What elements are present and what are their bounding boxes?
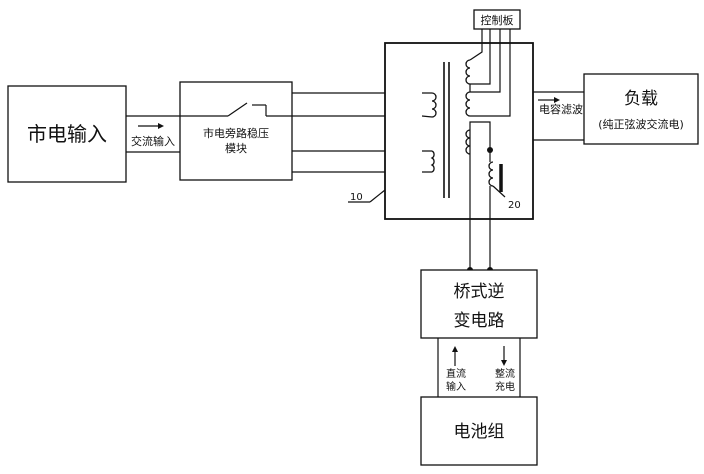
load-subtitle: (纯正弦波交流电) [598, 117, 684, 131]
dc-input-label-1: 直流 [446, 367, 466, 380]
rect-charge-label-1: 整流 [495, 367, 515, 380]
control-board-label: 控制板 [481, 13, 514, 27]
inverter-label-line2: 变电路 [454, 311, 505, 331]
switch-icon [180, 102, 292, 117]
charge-down-arrow-icon [501, 346, 507, 366]
ref-10-label: 10 [350, 192, 363, 203]
primary-coil-icon [421, 92, 437, 173]
bypass-regulator-block [179, 81, 293, 181]
control-board-block [473, 9, 521, 30]
winding-20 [469, 121, 506, 198]
ac-arrow-icon [138, 123, 164, 129]
junction-dot [487, 147, 493, 153]
cap-filter-label: 电容滤波 [539, 102, 583, 116]
mains-input-label: 市电输入 [27, 122, 107, 146]
mains-input-block [7, 85, 127, 183]
bridge-inverter-block [420, 269, 538, 339]
battery-label: 电池组 [454, 422, 505, 442]
inverter-label-line1: 桥式逆 [454, 282, 505, 302]
dc-link-wires [437, 338, 521, 397]
dc-up-arrow-icon [452, 346, 458, 366]
bypass-label-line1: 市电旁路稳压 [203, 126, 269, 140]
load-title: 负载 [624, 89, 658, 109]
bypass-label-line2: 模块 [225, 142, 247, 155]
load-block [583, 73, 699, 145]
leader-10 [348, 189, 386, 203]
ref-20-label: 20 [508, 200, 521, 211]
ac-input-label: 交流输入 [131, 134, 175, 148]
load-output-wires [533, 91, 584, 141]
dc-input-label-2: 输入 [446, 380, 466, 393]
rect-charge-label-2: 充电 [495, 380, 515, 393]
transformer-to-inverter-wires [469, 146, 491, 270]
output-arrow-icon [538, 97, 560, 103]
secondary-coil-icon [465, 59, 494, 187]
battery-block [420, 396, 538, 466]
transformer-core [443, 62, 450, 198]
control-board-wires [469, 29, 511, 117]
transformer-box [384, 42, 534, 220]
